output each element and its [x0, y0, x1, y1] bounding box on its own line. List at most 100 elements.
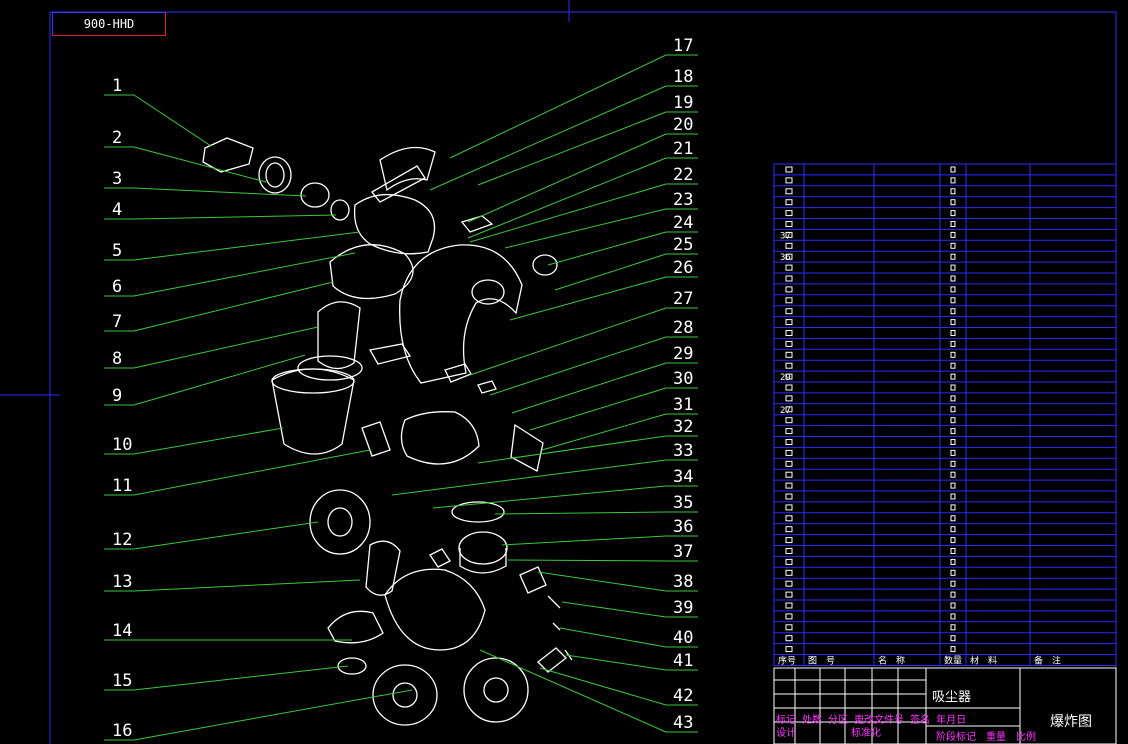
bom-item-number: 37: [780, 231, 791, 241]
callout-9: 9: [112, 386, 122, 406]
bom-qty-box: [950, 602, 956, 609]
front-wheel-16-hub: [392, 682, 418, 708]
bom-qty-box: [950, 428, 956, 435]
bom-header-cell: 备 注: [1034, 655, 1061, 667]
bom-item-box: [785, 210, 793, 217]
leader-10: [133, 427, 284, 455]
bom-item-box: [785, 166, 793, 173]
drawing-code-label: 900-HHD: [52, 12, 166, 36]
bom-item-box: [785, 428, 793, 435]
bom-item-box: [785, 580, 793, 587]
callout-29: 29: [673, 344, 693, 364]
bom-qty-box: [950, 275, 956, 282]
leader-11: [133, 449, 371, 496]
leader-31: [541, 413, 667, 451]
pin-39: [547, 595, 561, 609]
bom-qty-box: [950, 646, 956, 653]
bom-qty-box: [950, 166, 956, 173]
bom-item-number: 27: [780, 406, 791, 416]
motor-top: [458, 531, 508, 565]
bom-qty-box: [950, 537, 956, 544]
bom-qty-box: [950, 613, 956, 620]
large-wheel-43: [463, 657, 529, 723]
leader-15: [133, 665, 349, 691]
bom-header-cell: 数量: [944, 655, 962, 667]
leader-20: [467, 133, 667, 223]
callout-24: 24: [673, 213, 693, 233]
bom-item-box: [785, 526, 793, 533]
bom-item-box: [785, 602, 793, 609]
callout-6: 6: [112, 277, 122, 297]
leader-24: [547, 231, 667, 266]
callout-5: 5: [112, 241, 122, 261]
bom-qty-box: [950, 548, 956, 554]
leader-2: [133, 146, 267, 183]
leader-35: [494, 511, 667, 515]
leader-33: [391, 459, 667, 496]
filter-frame-11: [361, 421, 391, 457]
dust-bin: [271, 368, 355, 455]
bom-item-number: 29: [780, 373, 791, 383]
bom-qty-box: [950, 221, 956, 227]
callout-14: 14: [112, 621, 132, 641]
bom-item-box: [785, 221, 793, 227]
leader-3: [133, 187, 307, 197]
small-block-28: [444, 363, 472, 383]
bom-item-box: [785, 449, 793, 456]
callout-2: 2: [112, 128, 122, 148]
bom-item-box: [785, 471, 793, 478]
leader-30: [529, 387, 667, 431]
leader-23: [504, 208, 667, 249]
bom-item-box: [785, 406, 793, 413]
callout-10: 10: [112, 435, 132, 455]
callout-25: 25: [673, 235, 693, 255]
drawing-name: 爆炸图: [1050, 714, 1092, 730]
large-wheel-43-hub: [483, 677, 509, 703]
bin-rim: [271, 368, 355, 394]
product-name: 吸尘器: [932, 690, 972, 705]
filter-lid: [329, 244, 414, 300]
leader-36: [501, 535, 667, 546]
bom-qty-box: [950, 493, 956, 500]
bom-item-box: [785, 460, 793, 467]
bom-qty-box: [950, 199, 956, 206]
callout-28: 28: [673, 318, 693, 338]
bom-qty-box: [950, 231, 956, 238]
bom-item-box: [785, 330, 793, 336]
bom-item-box: [785, 591, 793, 598]
bom-item-box: [785, 417, 793, 424]
bom-qty-box: [950, 308, 956, 315]
leader-19: [477, 111, 667, 186]
bom-item-box: [785, 613, 793, 620]
callout-numbers: 1234567891011121314151617181920212223242…: [112, 36, 693, 741]
leader-5: [133, 231, 361, 261]
bom-qty-box: [950, 264, 956, 271]
leader-8: [133, 326, 319, 369]
bom-qty-box: [950, 330, 956, 336]
callout-18: 18: [673, 67, 693, 87]
callout-11: 11: [112, 476, 132, 496]
main-body-shell: [399, 244, 523, 384]
bom-item-box: [785, 340, 793, 347]
callout-8: 8: [112, 349, 122, 369]
leader-42: [539, 667, 667, 706]
bom-item-box: [785, 188, 793, 195]
dust-seal: [297, 355, 363, 381]
bom-qty-box: [950, 460, 956, 467]
body-top-grill: [471, 279, 505, 305]
bom-header-cell: 名 称: [878, 655, 905, 667]
bom-qty-box: [950, 515, 956, 522]
bom-table: 37362927序号图 号名 称数量材 料备 注: [773, 163, 1117, 667]
bom-qty-box: [950, 340, 956, 347]
leader-25: [554, 253, 667, 291]
callout-32: 32: [673, 417, 693, 437]
leader-22: [469, 183, 667, 243]
hose-connector: [202, 137, 254, 173]
leader-21: [467, 157, 667, 239]
leader-12: [133, 521, 319, 550]
small-ring: [330, 199, 350, 221]
clip-38: [519, 566, 547, 594]
motor-gasket-35: [451, 501, 505, 523]
leader-7: [133, 281, 334, 332]
